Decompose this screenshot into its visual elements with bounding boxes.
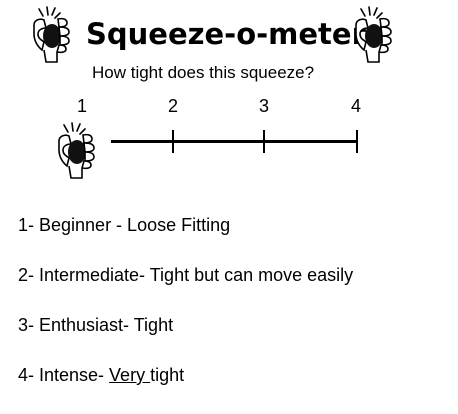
squeezing-fist-icon bbox=[352, 6, 396, 64]
level-item-beginner: 1- Beginner - Loose Fitting bbox=[18, 215, 231, 235]
page-title: Squeeze-o-meter bbox=[86, 17, 366, 51]
scale-line bbox=[111, 140, 358, 143]
squeezing-fist-icon bbox=[30, 6, 74, 64]
level-item-enthusiast: 3- Enthusiast- Tight bbox=[18, 315, 174, 335]
scale-tick-2 bbox=[172, 130, 174, 153]
scale-label-3: 3 bbox=[258, 96, 269, 116]
squeeze-scale: 1 2 3 4 bbox=[0, 95, 458, 165]
level-intense-emphasis: Very bbox=[109, 365, 151, 385]
scale-label-1: 1 bbox=[76, 96, 87, 116]
level-list: 1- Beginner - Loose Fitting 2- Intermedi… bbox=[18, 214, 448, 414]
level-item-intermediate: 2- Intermediate- Tight but can move easi… bbox=[18, 265, 354, 285]
squeezing-fist-icon bbox=[55, 122, 99, 180]
level-item-intense: 4- Intense- Very tight bbox=[18, 364, 448, 414]
scale-label-2: 2 bbox=[167, 96, 178, 116]
scale-label-4: 4 bbox=[350, 96, 361, 116]
level-intense-prefix: 4- Intense- bbox=[18, 365, 110, 385]
level-intense-suffix: tight bbox=[150, 365, 185, 385]
scale-tick-4 bbox=[356, 130, 358, 153]
page-subtitle: How tight does this squeeze? bbox=[92, 63, 315, 82]
scale-tick-3 bbox=[263, 130, 265, 153]
